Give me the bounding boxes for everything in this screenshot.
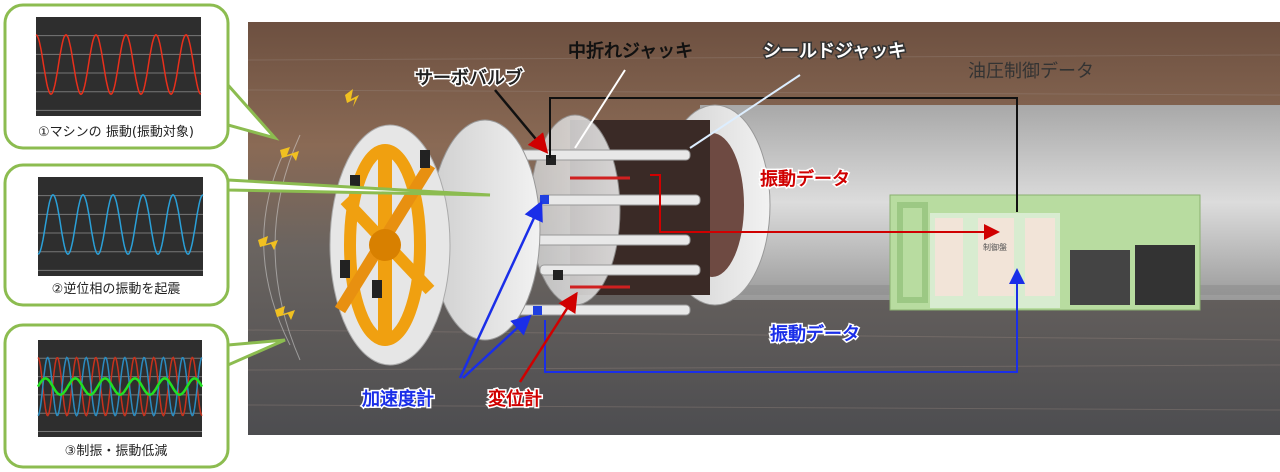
servo-valve-label: サーボバルブ	[415, 67, 523, 89]
cutter-head	[334, 144, 436, 346]
callout-label: ②逆位相の振動を起震	[52, 281, 181, 297]
callout-label: ①マシンの 振動(振動対象)	[38, 125, 194, 140]
callout-label: ③制振・振動低減	[65, 443, 168, 459]
waveform-series-2	[37, 356, 203, 417]
callout-3: ③制振・振動低減	[3, 323, 286, 469]
servo-valves	[546, 155, 563, 280]
vibration-data-red-line	[650, 174, 1000, 240]
callout-1: ①マシンの 振動(振動対象)	[3, 3, 280, 150]
accelerometer-label: 加速度計	[361, 388, 434, 410]
vibration-bolt-icons	[258, 89, 359, 320]
waveform-series-1	[35, 33, 202, 96]
vibration-data-red-label: 振動データ	[760, 168, 850, 190]
waveform-series-1	[37, 193, 204, 256]
control-panel-unit	[889, 194, 1201, 311]
waveform-series-3	[36, 377, 204, 396]
articulation-jack-label: 中折れジャッキ	[568, 40, 693, 62]
hydraulic-control-line	[549, 97, 1018, 212]
callout-2: ②逆位相の振動を起震	[3, 163, 491, 307]
control-panel-label: 制御盤	[983, 242, 1007, 252]
vibration-data-blue-label: 振動データ	[770, 323, 860, 345]
shield-jack-label: シールドジャッキ	[763, 41, 906, 62]
hydraulic-data-label: 油圧制御データ	[968, 61, 1094, 82]
vibration-data-blue-line	[544, 268, 1025, 373]
accelerometer-sensors	[533, 195, 549, 315]
displacement-meter-label: 変位計	[488, 388, 542, 410]
shield-ring-middle	[529, 114, 621, 306]
